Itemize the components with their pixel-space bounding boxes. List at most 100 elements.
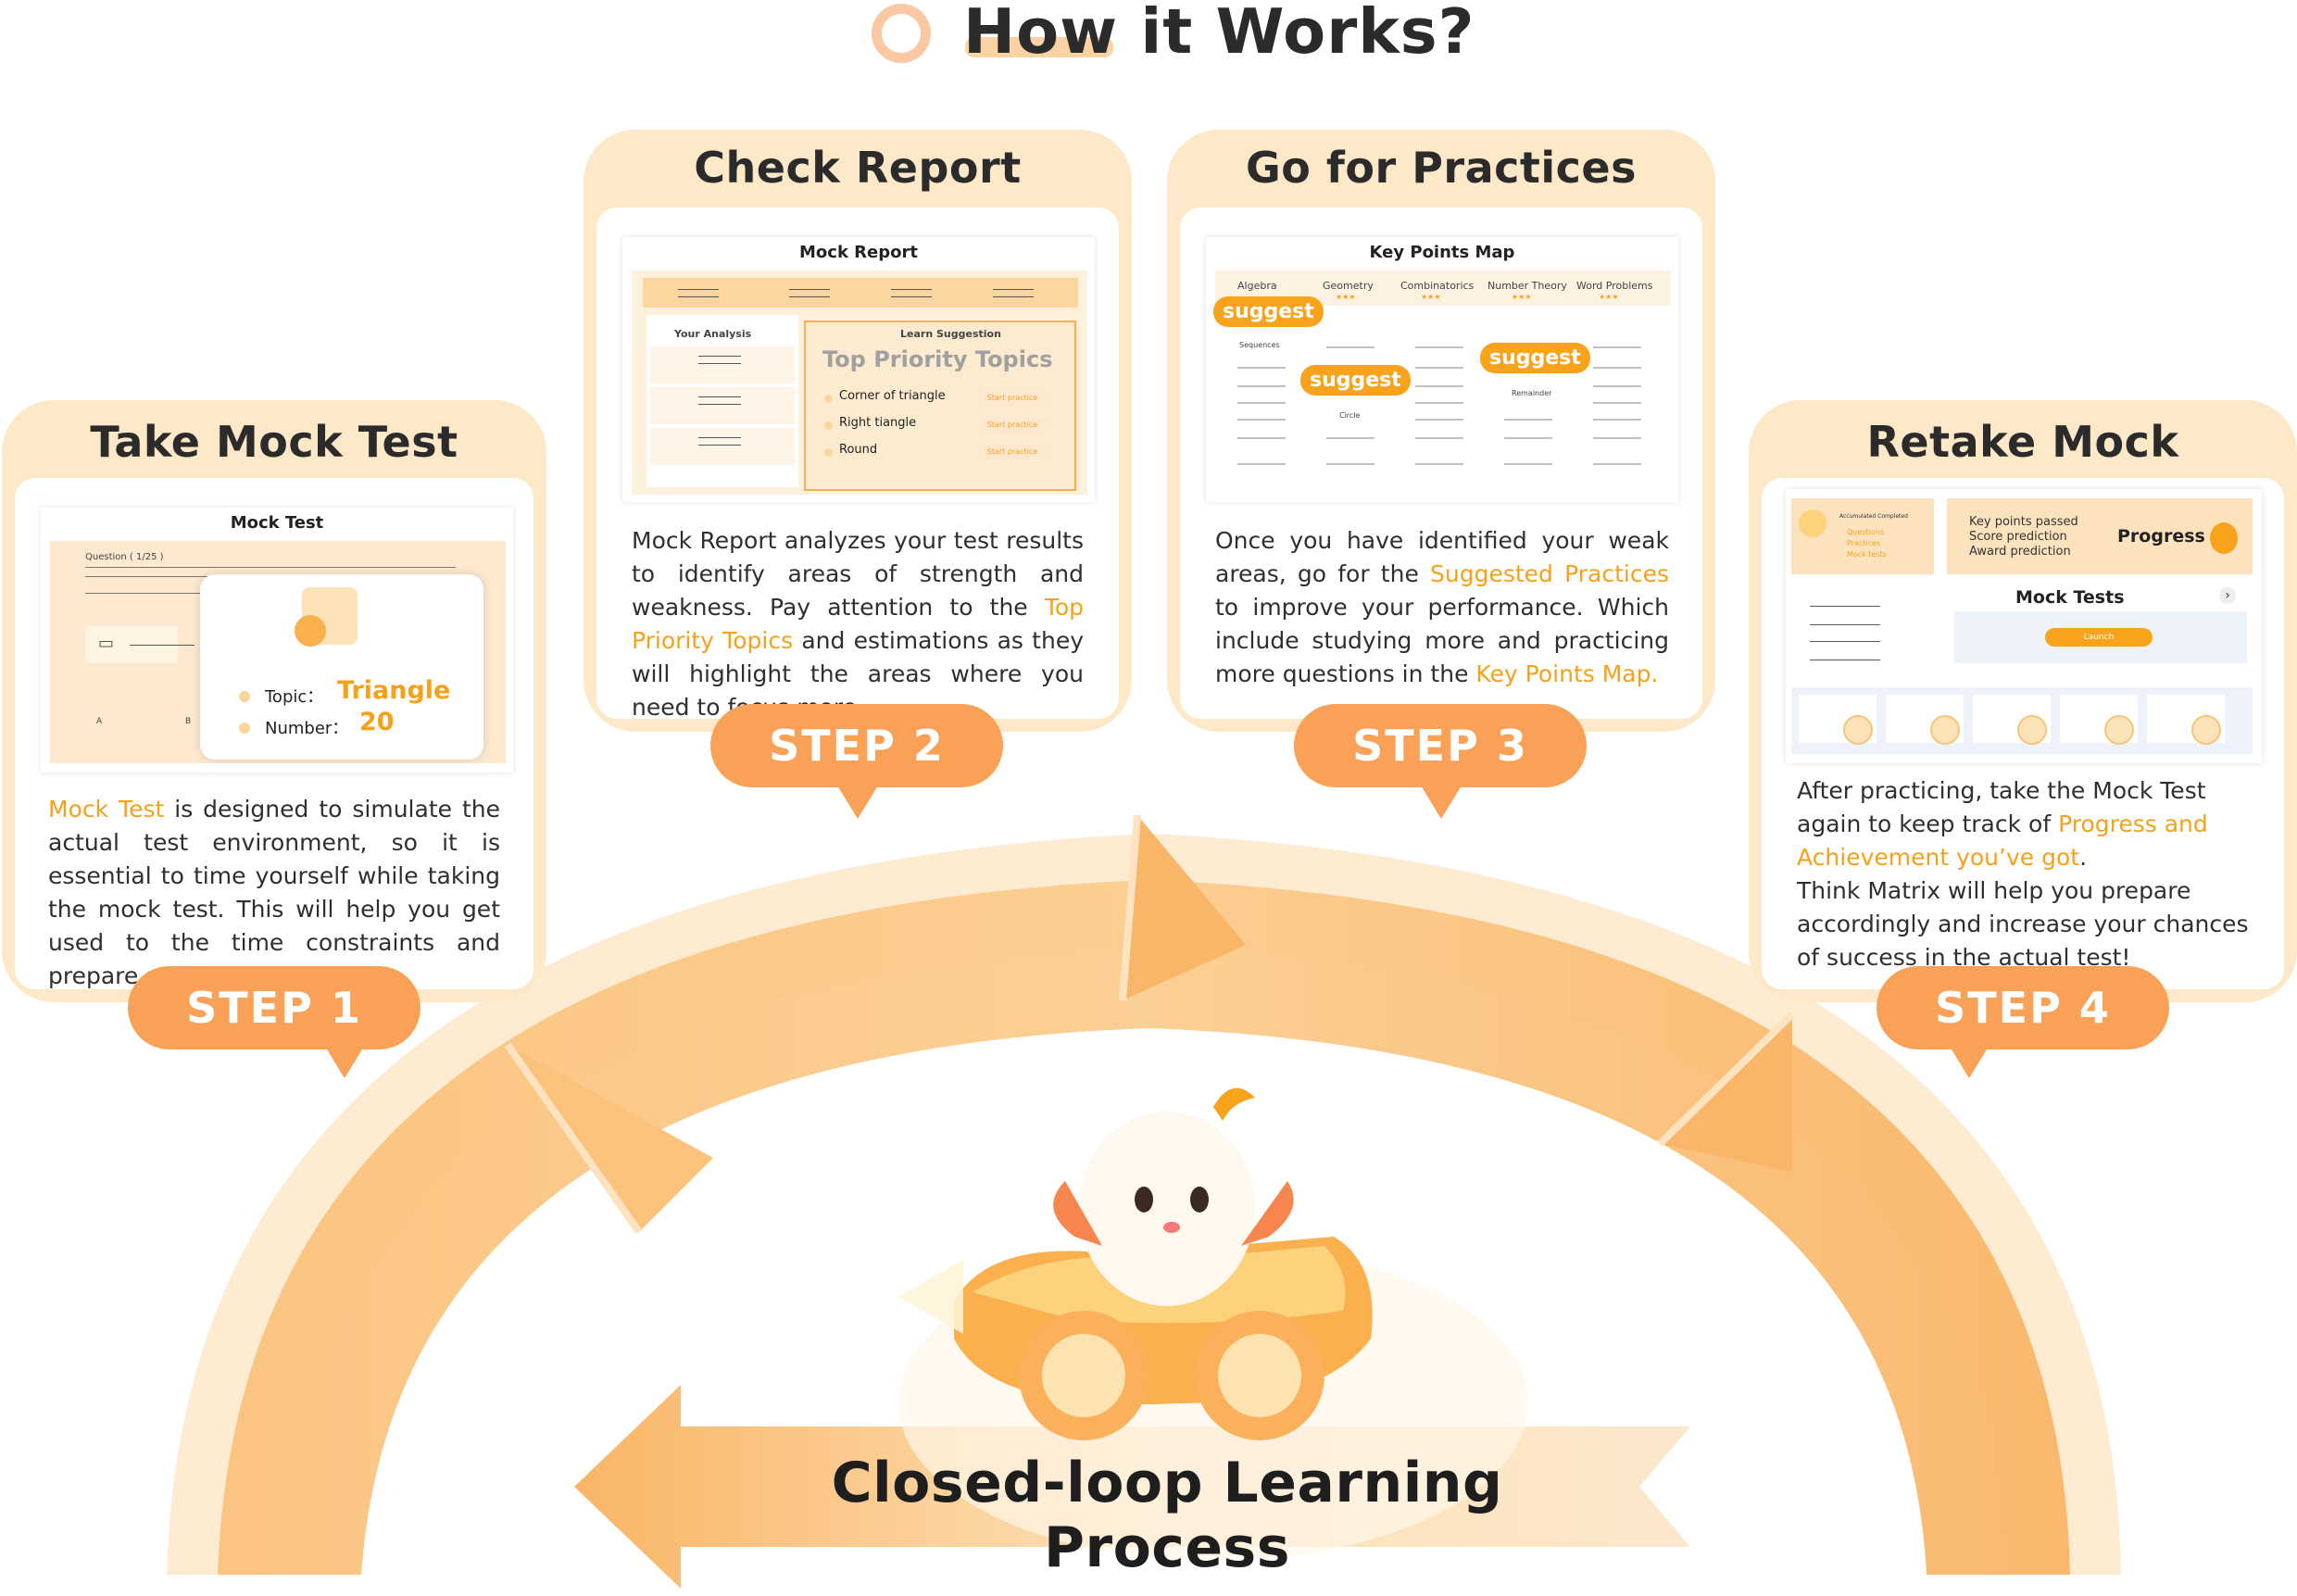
body-text: Mock Report analyzes your test results t… — [632, 527, 1084, 621]
suggest-tag-geometry[interactable]: suggest — [1300, 365, 1411, 396]
progress-item-key-points: Key points passed — [1969, 515, 2078, 529]
step2-badge: STEP 2 — [710, 704, 1003, 787]
column-algebra: Algebra — [1237, 280, 1277, 292]
accum-item-mock-tests: Mock tests — [1847, 550, 1887, 559]
accum-item-practices: Practices — [1847, 539, 1881, 547]
step2-description: Mock Report analyzes your test results t… — [632, 524, 1084, 724]
highlight-text: Suggested Practices — [1430, 560, 1669, 587]
step1-title: Take Mock Test — [90, 417, 458, 467]
mock-tests-label: Mock Tests — [2015, 587, 2125, 608]
body-text: to improve your performance. Which inclu… — [1215, 594, 1669, 687]
body-text: is designed to simulate the actual test … — [48, 796, 500, 989]
trophy-icon — [2210, 522, 2238, 554]
start-practice-button-2[interactable]: Start practice — [978, 418, 1047, 433]
stars-combinatorics: ★★★ — [1421, 293, 1441, 301]
number-label: Number： — [265, 719, 349, 738]
medal-icon-4 — [2104, 715, 2134, 745]
highlight-text: Mock Test — [48, 796, 165, 823]
step1-mock-screen: Mock Test Question ( 1/25 ) ▭ A B Topic：… — [41, 508, 513, 773]
mascot-avatar-icon — [1799, 509, 1826, 537]
stars-geometry: ★★★ — [1336, 293, 1356, 301]
step3-description: Once you have identified your weak areas… — [1215, 524, 1669, 691]
progress-panel — [1947, 498, 2253, 574]
body-text: After practicing, take the Mock Test aga… — [1797, 777, 2206, 837]
step3-keypoints-screen: Key Points Map Algebra Geometry Combinat… — [1206, 237, 1678, 502]
topic-item-1: Corner of triangle — [839, 389, 946, 403]
sub-label-circle: Circle — [1339, 411, 1361, 420]
step2-report-screen: Mock Report Your Analysis Learn Suggesti… — [622, 237, 1095, 502]
step4-retake-screen: Accumulated Completed Questions Practice… — [1786, 489, 2262, 763]
stars-word-problems: ★★★ — [1599, 293, 1619, 301]
question-counter: Question ( 1/25 ) — [85, 552, 164, 562]
sub-label-remainder: Remainder — [1512, 389, 1552, 397]
topic-item-3: Round — [839, 443, 878, 457]
suggest-tag-algebra[interactable]: suggest — [1213, 296, 1324, 327]
mascot-icon — [295, 615, 326, 647]
highlight-text: Progress and Achievement you’ve got — [1797, 811, 2208, 871]
column-number-theory: Number Theory — [1487, 280, 1567, 292]
analysis-label: Your Analysis — [674, 328, 752, 340]
arc-arrow-1 — [508, 1045, 713, 1232]
accum-item-questions: Questions — [1847, 528, 1884, 536]
step4-description: After practicing, take the Mock Test aga… — [1797, 774, 2251, 974]
option-b[interactable]: B — [185, 717, 192, 726]
column-word-problems: Word Problems — [1576, 280, 1653, 292]
priority-title: Top Priority Topics — [822, 346, 1053, 372]
topic-popup: Topic： Triangle Number： 20 — [200, 574, 483, 760]
medal-icon-3 — [2017, 715, 2047, 745]
page-title: How it Works? — [963, 0, 1475, 68]
mock-test-screen-title: Mock Test — [230, 513, 324, 533]
step3-badge: STEP 3 — [1294, 704, 1587, 787]
medal-icon-5 — [2191, 715, 2221, 745]
topic-label: Topic： — [265, 687, 324, 707]
suggestion-label: Learn Suggestion — [900, 328, 1001, 340]
option-a[interactable]: A — [96, 717, 103, 726]
medal-icon-2 — [1930, 715, 1960, 745]
step1-description: Mock Test is designed to simulate the ac… — [48, 793, 500, 993]
step4-badge-pointer — [1949, 1045, 1989, 1078]
arc-arrow-2 — [1123, 815, 1246, 1000]
progress-item-score: Score prediction — [1969, 530, 2067, 544]
report-header-bar — [643, 278, 1078, 308]
number-value: 20 — [359, 708, 395, 736]
main-arc — [218, 880, 2070, 1575]
mascot-car — [898, 1087, 1528, 1561]
body-text: Think Matrix will help you prepare accor… — [1797, 877, 2249, 971]
highlight-text: Key Points Map. — [1475, 660, 1659, 687]
highlight-text: Top Priority Topics — [632, 594, 1084, 654]
progress-label: Progress — [2117, 526, 2205, 547]
start-practice-button-1[interactable]: Start practice — [978, 391, 1047, 406]
sub-label-sequences: Sequences — [1239, 341, 1280, 349]
chevron-right-icon[interactable]: › — [2219, 587, 2236, 604]
report-screen-title: Mock Report — [799, 243, 918, 262]
body-text: Once you have identified your weak areas… — [1215, 527, 1669, 587]
topic-value: Triangle — [337, 676, 451, 705]
topic-item-2: Right tiangle — [839, 416, 917, 430]
start-practice-button-3[interactable]: Start practice — [978, 445, 1047, 459]
learn-suggestion-panel — [804, 320, 1076, 491]
arc-arrow-3 — [1660, 1014, 1792, 1172]
step4-badge: STEP 4 — [1877, 966, 2169, 1049]
closed-loop-label: Closed-loop Learning Process — [831, 1451, 1503, 1580]
keypoints-screen-title: Key Points Map — [1369, 243, 1515, 262]
step4-title: Retake Mock — [1866, 417, 2179, 467]
bus-icon: ▭ — [98, 634, 115, 653]
body-text: . — [2079, 844, 2088, 871]
progress-item-award: Award prediction — [1969, 545, 2071, 559]
step1-badge: STEP 1 — [128, 966, 420, 1049]
step2-title: Check Report — [694, 143, 1022, 193]
step1-badge-pointer — [324, 1045, 365, 1078]
suggest-tag-number-theory[interactable]: suggest — [1480, 343, 1590, 373]
stars-number-theory: ★★★ — [1512, 293, 1532, 301]
accum-label: Accumulated Completed — [1839, 513, 1908, 520]
column-combinatorics: Combinatorics — [1400, 280, 1475, 292]
column-geometry: Geometry — [1323, 280, 1374, 292]
medal-icon-1 — [1843, 715, 1873, 745]
step2-badge-pointer — [837, 785, 878, 819]
title-ring-icon — [872, 4, 931, 63]
title-underline-highlight — [965, 37, 1113, 57]
launch-button[interactable]: Launch — [2045, 628, 2153, 647]
step3-badge-pointer — [1421, 785, 1462, 819]
step3-title: Go for Practices — [1246, 143, 1637, 193]
